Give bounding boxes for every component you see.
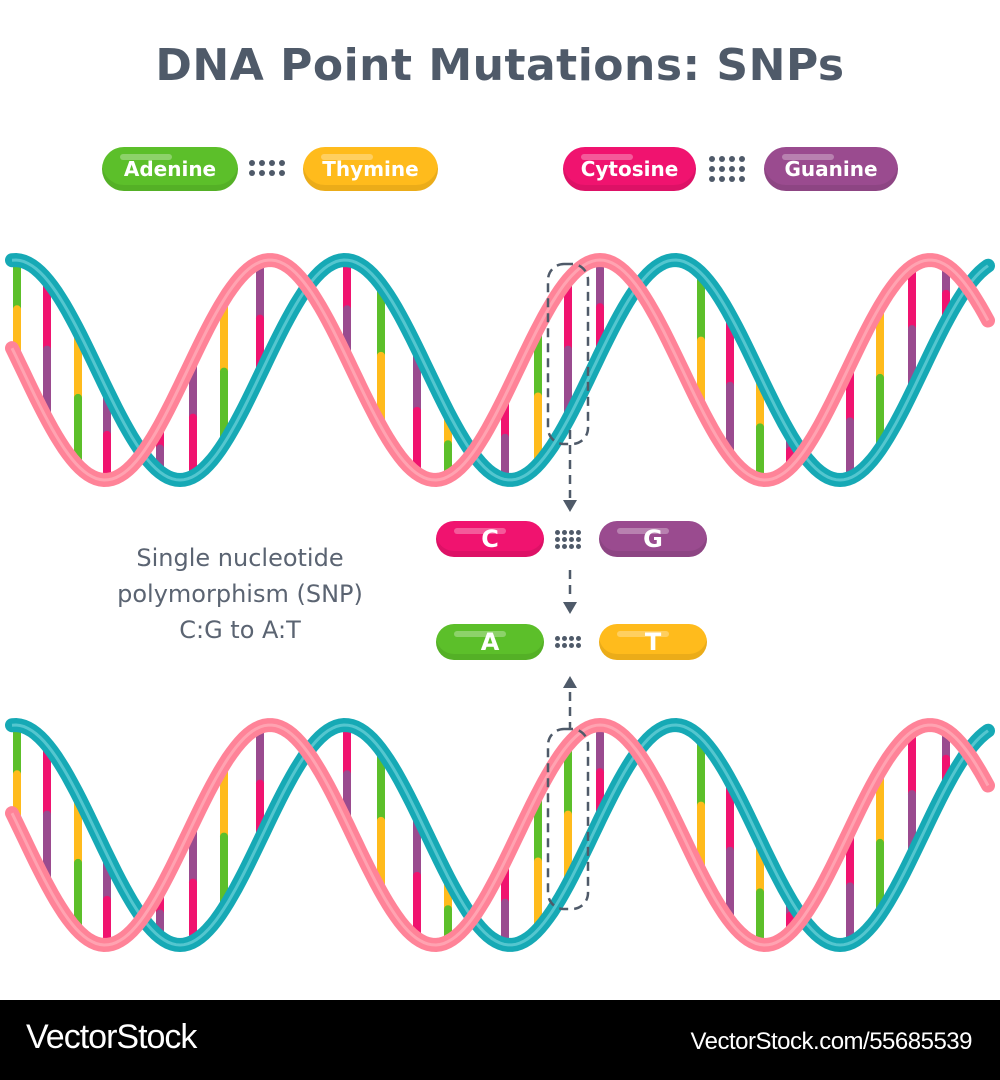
mutated-left-base: A	[436, 624, 544, 660]
double-bond-dots-icon	[249, 160, 285, 176]
page-title: DNA Point Mutations: SNPs	[155, 40, 845, 91]
snp-highlight-box	[546, 727, 590, 911]
thymine-label: Thymine	[322, 157, 419, 181]
mutation-arrows	[563, 430, 577, 730]
brand-logo: VectorStock	[26, 1018, 197, 1056]
mutated-right-base: T	[599, 624, 707, 660]
mutated-dna-helix	[5, 717, 995, 953]
guanine-label: Guanine	[784, 157, 878, 181]
snp-description: Single nucleotide polymorphism (SNP) C:G…	[117, 544, 363, 644]
triple-bond-dots-icon	[709, 156, 745, 182]
adenine-pill: Adenine	[102, 147, 238, 191]
original-right-base: G	[599, 521, 707, 557]
cytosine-pill: Cytosine	[563, 147, 696, 191]
arrow-up-icon	[563, 676, 577, 688]
snp-highlight-box	[546, 262, 590, 446]
arrow-down-icon	[563, 602, 577, 614]
cytosine-label: Cytosine	[580, 157, 679, 181]
triple-bond-dots-icon	[555, 530, 581, 549]
original-dna-helix	[5, 252, 995, 488]
image-url: VectorStock.com/55685539	[690, 1028, 972, 1055]
thymine-pill: Thymine	[303, 147, 438, 191]
footer-bar: VectorStock VectorStock.com/55685539	[0, 1000, 1000, 1080]
double-bond-dots-icon	[555, 636, 581, 648]
adenine-label: Adenine	[123, 157, 217, 181]
original-left-base: C	[436, 521, 544, 557]
arrow-down-icon	[563, 500, 577, 512]
guanine-pill: Guanine	[764, 147, 898, 191]
